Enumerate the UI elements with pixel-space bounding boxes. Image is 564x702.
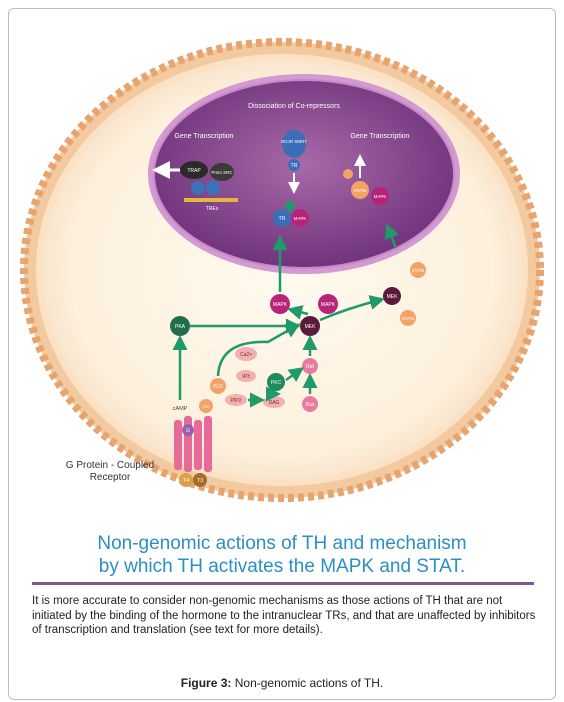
title-divider (32, 582, 534, 585)
nucleus (148, 74, 460, 274)
svg-text:PKC: PKC (271, 380, 282, 386)
svg-text:G: G (186, 428, 190, 434)
svg-text:MAPK: MAPK (374, 194, 387, 199)
g-protein-coupled-receptor: G T4 T3 (174, 416, 212, 487)
camp-label-group: cAMP (173, 406, 188, 412)
gene-transcription-right-label: Gene Transcription (350, 133, 409, 140)
svg-text:T4: T4 (183, 478, 189, 484)
svg-text:TR: TR (279, 216, 286, 222)
stat-node-2: STATa (400, 310, 416, 326)
svg-text:PKA: PKA (175, 324, 186, 330)
caption-text: Non-genomic actions of TH. (231, 676, 384, 690)
corepressor-complex: NCoR SMRT TR TR MAPK (273, 130, 309, 227)
gpcr-label: G Protein - Coupled Receptor (65, 460, 155, 483)
svg-text:STATa: STATa (354, 188, 367, 193)
svg-text:STATa: STATa (402, 316, 415, 321)
pip2-node: PIP2 (225, 394, 247, 406)
stat-node-1: STATa (410, 262, 426, 278)
raf-node: Raf (302, 358, 318, 374)
svg-text:AC: AC (203, 404, 210, 409)
ras-node: Ras (302, 396, 318, 412)
ac-node: AC (199, 399, 213, 413)
svg-text:PIP2: PIP2 (231, 398, 242, 404)
figure-title-line-1: Non-genomic actions of TH and mechanism (97, 533, 467, 554)
gene-transcription-left-label: Gene Transcription (174, 133, 233, 140)
svg-text:cAMP: cAMP (173, 406, 188, 412)
dag-node: DAG (263, 396, 285, 408)
svg-text:MEK: MEK (305, 324, 317, 330)
figure-caption: Figure 3: Non-genomic actions of TH. (20, 676, 544, 690)
pld-node: PLD (210, 378, 226, 394)
svg-text:Ras: Ras (306, 402, 315, 408)
mek-right-node: MEK (383, 287, 401, 305)
caption-label: Figure 3: (180, 676, 232, 690)
svg-text:DAG: DAG (269, 400, 280, 406)
svg-text:T3: T3 (197, 478, 203, 484)
pkc-node: PKC (267, 373, 285, 391)
svg-text:TR: TR (291, 163, 298, 169)
svg-text:MEK: MEK (387, 294, 399, 300)
svg-text:MAPK: MAPK (321, 302, 336, 308)
svg-text:NCoR SMRT: NCoR SMRT (281, 139, 307, 144)
svg-text:MAPK: MAPK (294, 216, 307, 221)
th-signaling-diagram: Dissociation of Co-repressors Gene Trans… (20, 38, 544, 502)
ca-node: Ca2+ (235, 347, 257, 361)
svg-text:TREs: TREs (206, 206, 219, 212)
svg-text:PLD: PLD (213, 384, 223, 390)
pathway-arrows (172, 223, 399, 408)
figure-title: Non-genomic actions of TH and mechanism … (20, 532, 544, 578)
figure-description: It is more accurate to consider non-geno… (32, 595, 536, 636)
stat-transcription-complex: STATa MAPK (343, 154, 389, 205)
mek-node: MEK (300, 316, 320, 336)
svg-text:MAPK: MAPK (273, 302, 288, 308)
figure-title-line-2: by which TH activates the MAPK and STAT. (98, 556, 466, 577)
svg-text:Raf: Raf (306, 364, 314, 370)
svg-text:IP3: IP3 (242, 374, 250, 380)
trap-complex: TRAP Pmm SRC TREs (152, 161, 238, 212)
svg-text:Ca2+: Ca2+ (240, 352, 252, 358)
svg-text:TRAP: TRAP (187, 168, 201, 174)
svg-text:STATa: STATa (412, 268, 425, 273)
mapk-node-1: MAPK (270, 294, 290, 314)
svg-text:Pmm SRC: Pmm SRC (211, 170, 233, 175)
mapk-node-2: MAPK (318, 294, 338, 314)
dissociation-label: Dissociation of Co-repressors (248, 103, 340, 110)
ip3-node: IP3 (236, 370, 256, 382)
pka-node: PKA (170, 316, 190, 336)
